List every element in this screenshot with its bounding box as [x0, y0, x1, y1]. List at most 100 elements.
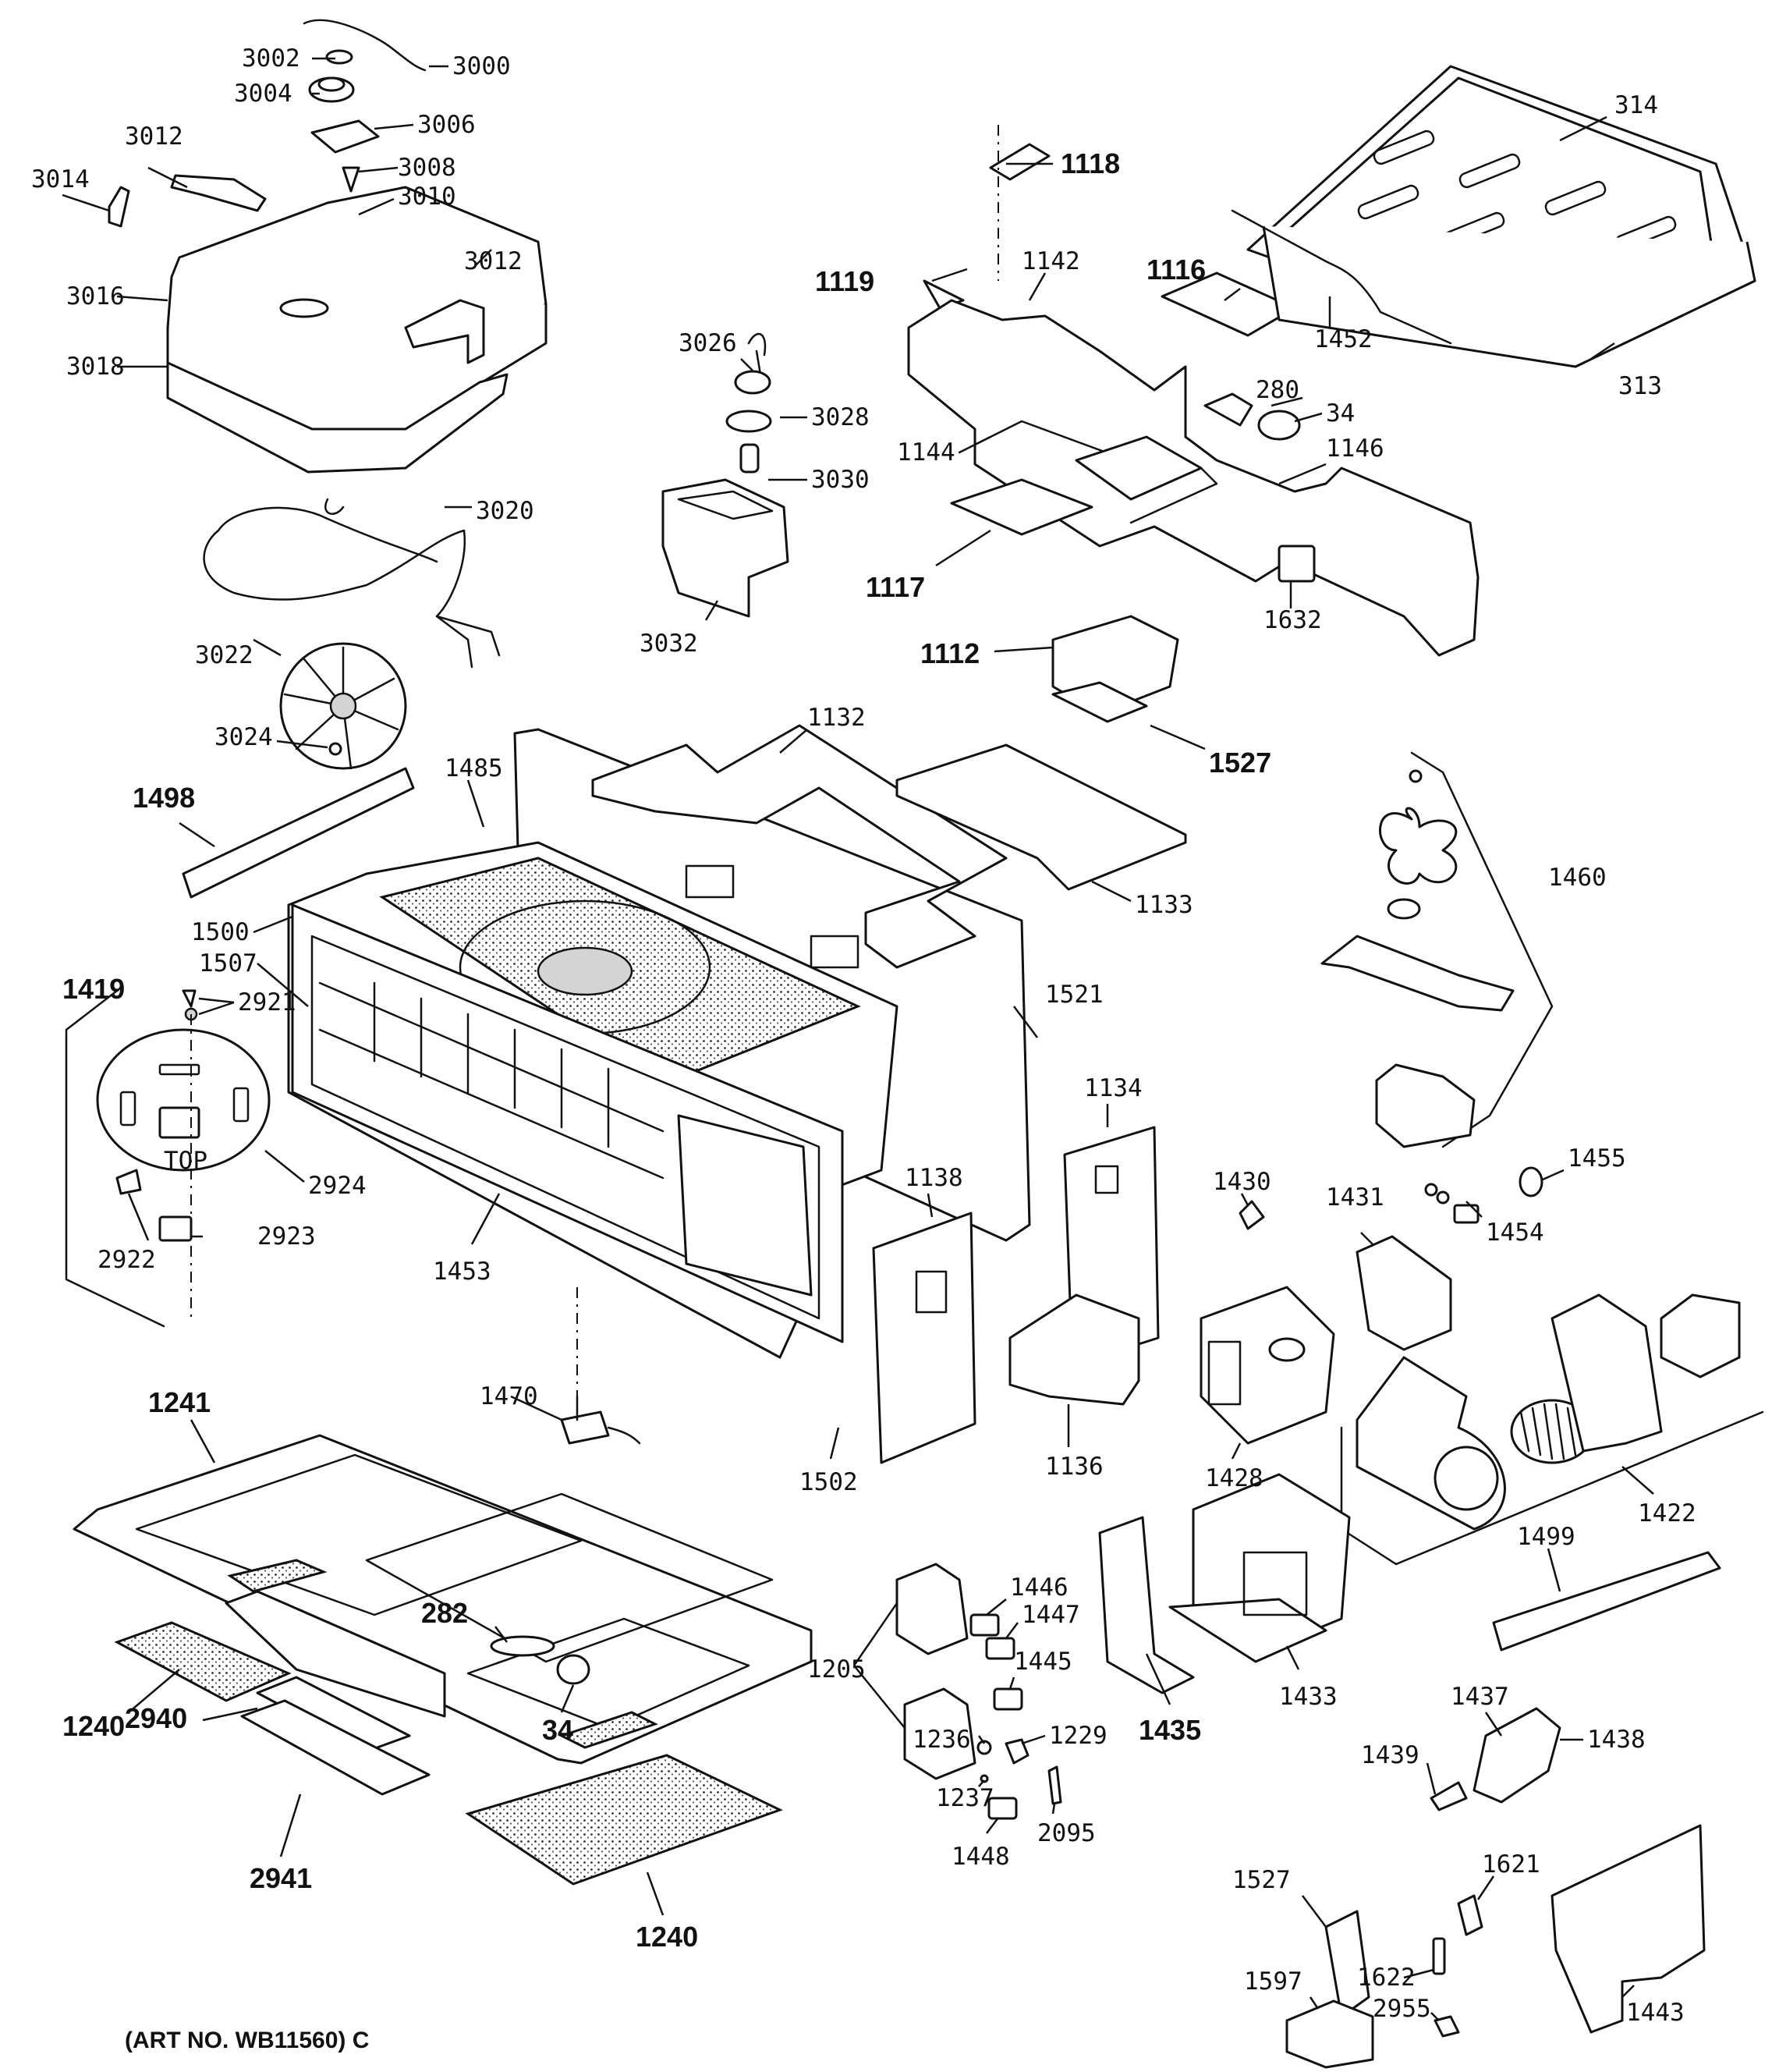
stirrer-motor-assembly — [1320, 751, 1554, 1148]
label-3010: 3010 — [398, 183, 456, 211]
label-1452: 1452 — [1314, 325, 1373, 353]
magnetron — [1200, 1286, 1335, 1445]
label-3022: 3022 — [195, 641, 253, 669]
label-1622: 1622 — [1357, 1964, 1416, 1992]
label-3012-left: 3012 — [125, 122, 183, 151]
label-1454: 1454 — [1486, 1219, 1544, 1247]
label-1521: 1521 — [1045, 981, 1104, 1009]
oven-cavity — [287, 841, 898, 1359]
label-1448: 1448 — [952, 1843, 1010, 1871]
label-1133: 1133 — [1135, 891, 1193, 919]
label-1134: 1134 — [1084, 1074, 1143, 1102]
label-3032: 3032 — [640, 630, 698, 658]
label-1470: 1470 — [480, 1382, 538, 1410]
label-1500: 1500 — [191, 918, 250, 946]
label-1446: 1446 — [1010, 1574, 1069, 1602]
label-1438: 1438 — [1587, 1726, 1646, 1754]
label-3016: 3016 — [66, 282, 125, 310]
label-2941: 2941 — [250, 1862, 312, 1894]
label-1527-top: 1527 — [1209, 747, 1271, 779]
rail-1499 — [1492, 1551, 1721, 1652]
label-1419: 1419 — [62, 973, 125, 1005]
convection-heater-assembly — [108, 19, 548, 770]
art-number: (ART NO. WB11560) C — [125, 2028, 369, 2053]
label-1236: 1236 — [913, 1726, 971, 1754]
label-1499: 1499 — [1517, 1523, 1575, 1551]
rail-1498 — [182, 767, 415, 899]
label-1443: 1443 — [1626, 1999, 1685, 2027]
label-1632: 1632 — [1263, 606, 1322, 634]
filter-1240-left — [114, 1621, 292, 1702]
label-1118: 1118 — [1061, 147, 1120, 179]
label-1144: 1144 — [897, 438, 955, 467]
bottom-plate — [73, 1434, 813, 1765]
label-1428: 1428 — [1205, 1464, 1263, 1492]
label-3006: 3006 — [417, 111, 476, 139]
part-labels: 3000 3002 3004 3006 3008 3010 3012 3012 … — [31, 44, 1696, 2053]
label-1507: 1507 — [199, 949, 257, 977]
label-1485: 1485 — [445, 754, 503, 782]
label-1460: 1460 — [1548, 864, 1607, 892]
label-282: 282 — [421, 1597, 468, 1629]
stirrer-plate-assembly: TOP — [65, 989, 271, 1328]
label-3026: 3026 — [679, 329, 737, 357]
label-1422: 1422 — [1638, 1499, 1696, 1527]
grate-1435 — [1098, 1516, 1195, 1694]
label-1132: 1132 — [807, 704, 866, 732]
label-3012-right: 3012 — [464, 247, 523, 275]
label-34-top: 34 — [1326, 399, 1355, 428]
label-2095: 2095 — [1037, 1819, 1096, 1847]
label-1119: 1119 — [815, 265, 874, 297]
transformer — [1168, 1473, 1351, 1663]
label-3008: 3008 — [398, 154, 456, 182]
label-1437: 1437 — [1451, 1683, 1509, 1711]
label-3000: 3000 — [452, 52, 511, 80]
label-1498: 1498 — [133, 782, 195, 814]
label-3020: 3020 — [476, 497, 534, 525]
label-3018: 3018 — [66, 353, 125, 381]
control-bracket-assembly — [907, 125, 1480, 657]
label-1146: 1146 — [1326, 435, 1384, 463]
label-2921: 2921 — [238, 988, 296, 1016]
label-1136: 1136 — [1045, 1453, 1104, 1481]
bracket-1112 — [1051, 615, 1179, 723]
label-34-bottom: 34 — [542, 1714, 573, 1746]
label-1435: 1435 — [1139, 1714, 1201, 1746]
label-3028: 3028 — [811, 403, 870, 431]
label-2955: 2955 — [1373, 1995, 1431, 2023]
label-1117: 1117 — [866, 571, 925, 603]
label-1447: 1447 — [1022, 1601, 1080, 1629]
label-1240-left: 1240 — [62, 1710, 125, 1742]
label-3002: 3002 — [242, 44, 300, 73]
label-1455: 1455 — [1568, 1144, 1626, 1173]
label-1621: 1621 — [1482, 1850, 1540, 1879]
label-3014: 3014 — [31, 165, 90, 193]
label-2923: 2923 — [257, 1222, 316, 1251]
filter-1240-right — [465, 1754, 783, 1886]
blower-assembly — [1340, 1235, 1764, 1566]
label-1502: 1502 — [799, 1468, 858, 1496]
label-2940: 2940 — [125, 1702, 187, 1734]
label-1597: 1597 — [1244, 1967, 1302, 1996]
label-1229: 1229 — [1049, 1722, 1108, 1750]
side-panels — [872, 1126, 1160, 1464]
label-3024: 3024 — [214, 723, 273, 751]
label-314: 314 — [1614, 91, 1658, 119]
label-1240-right: 1240 — [636, 1921, 698, 1953]
filter-frame-2941 — [240, 1699, 431, 1796]
label-1237: 1237 — [936, 1784, 994, 1812]
label-3030: 3030 — [811, 466, 870, 494]
label-3004: 3004 — [234, 80, 292, 108]
small-switches-right — [1239, 1166, 1543, 1230]
oven-racks — [1231, 65, 1756, 368]
door-switch-assembly — [895, 1563, 1062, 1820]
label-1205: 1205 — [807, 1655, 866, 1684]
capacitor-assembly — [1285, 1707, 1706, 2069]
label-1116: 1116 — [1146, 254, 1206, 286]
label-1433: 1433 — [1279, 1683, 1338, 1711]
label-1431: 1431 — [1326, 1183, 1384, 1212]
label-1241: 1241 — [148, 1386, 211, 1418]
label-2924: 2924 — [308, 1172, 367, 1200]
label-1445: 1445 — [1014, 1648, 1072, 1676]
label-1439: 1439 — [1361, 1741, 1419, 1769]
